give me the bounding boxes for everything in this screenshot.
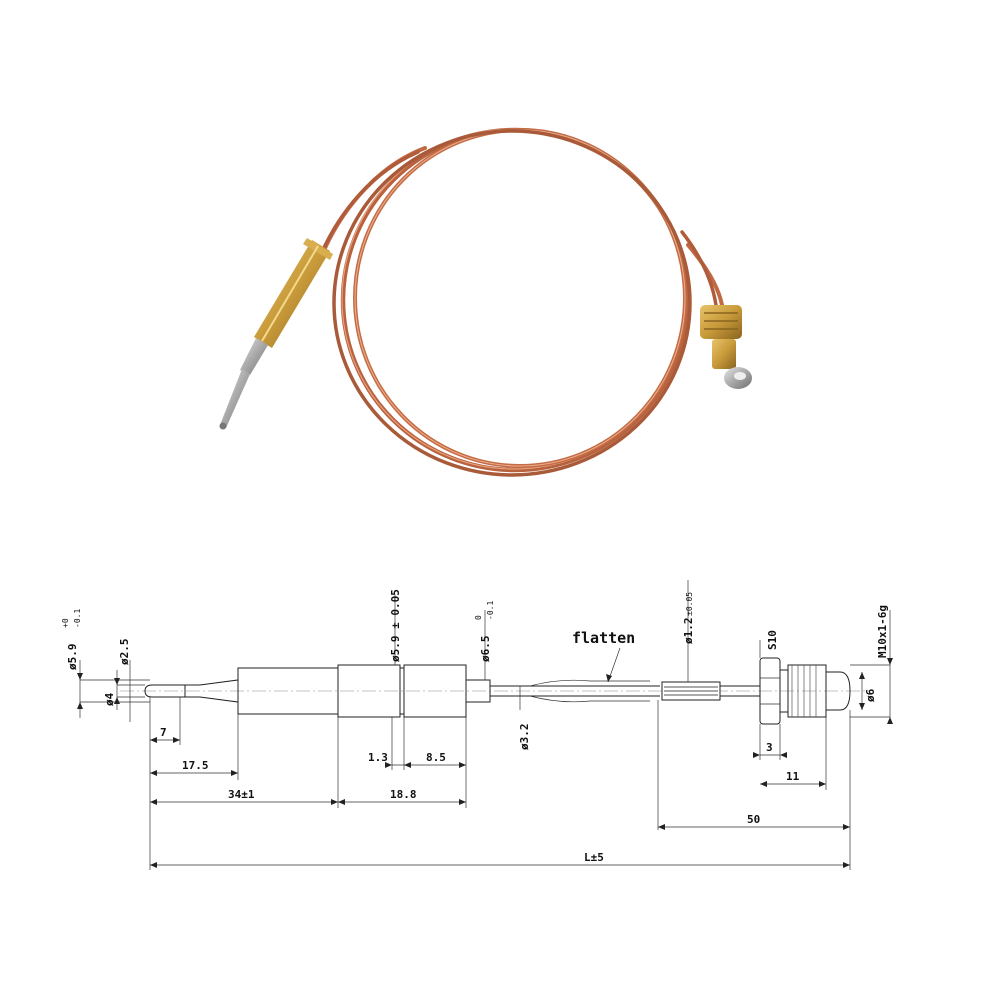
dim-l50: 50 [747,813,760,826]
thermocouple-photo [219,127,752,477]
nut-outline [759,657,851,725]
dim-l175: 17.5 [182,759,209,772]
dimension-lines [79,580,891,870]
dim-d65: ø6.5 [479,636,492,663]
dim-l3: 3 [766,741,773,754]
dim-d6: ø6 [864,688,877,702]
dim-l85: 8.5 [426,751,446,764]
probe-tip [219,338,268,430]
dim-total: L±5 [584,851,604,864]
dim-d32: ø3.2 [518,724,531,751]
dimension-arrows [77,658,893,868]
dim-m10: M10x1-6g [876,605,889,658]
dimension-drawing: ø5.9 +0 -0.1 ø2.5 ø4 ø5.9 ± 0.05 ø6.5 0 … [61,580,893,870]
dim-d59-05: ø5.9 ± 0.05 [389,589,402,662]
dim-d65-sup: 0 [474,615,483,620]
dim-s10: S10 [766,630,779,650]
connector-nut [700,305,752,389]
brass-sleeve [254,238,333,348]
probe-outline [144,664,491,718]
dim-l7: 7 [160,726,167,739]
dim-d65-sub: -0.1 [486,601,495,620]
dim-d4: ø4 [103,692,116,706]
dim-d59-tol-sub: -0.1 [73,609,82,628]
dim-d59-tol: ø5.9 [66,644,79,671]
vertical-labels: ø5.9 +0 -0.1 ø2.5 ø4 ø5.9 ± 0.05 ø6.5 0 … [61,589,889,750]
dim-d12: ø1.2 [682,618,695,645]
dim-d12-sup: ±0.05 [685,592,694,616]
dim-l13: 1.3 [368,751,388,764]
dim-d25: ø2.5 [118,639,131,666]
dim-l34: 34±1 [228,788,255,801]
flatten-label: flatten [572,629,635,647]
dim-l188: 18.8 [390,788,417,801]
dim-l11: 11 [786,770,800,783]
dim-d59-tol-sup: +0 [61,618,70,628]
horizontal-labels: flatten 7 17.5 34±1 1.3 8.5 18.8 3 11 50… [160,629,800,864]
copper-wire [320,127,724,477]
wire-outline [490,679,760,703]
